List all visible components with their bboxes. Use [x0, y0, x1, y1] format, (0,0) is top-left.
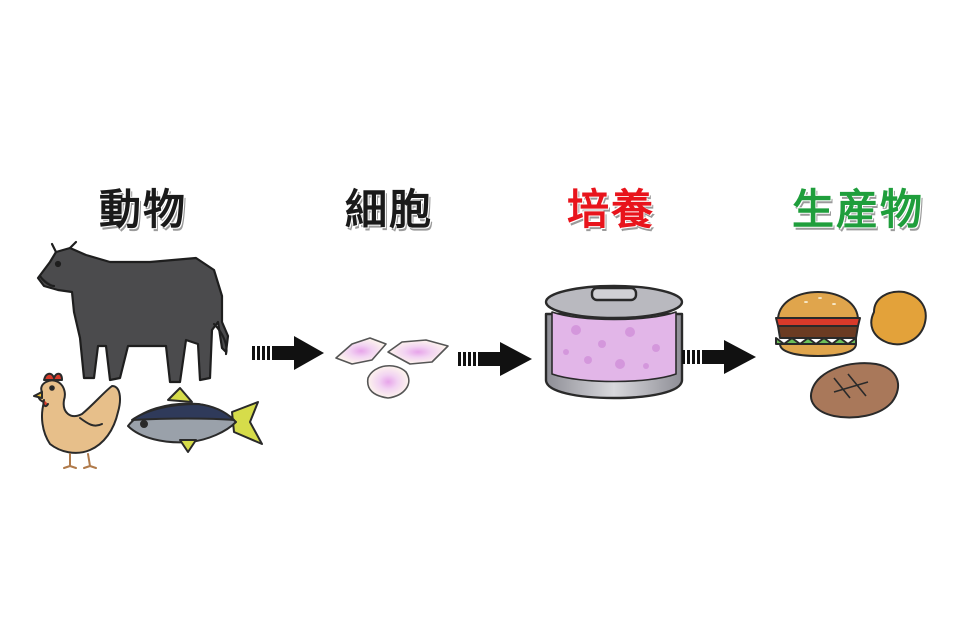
stage-label-product: 生産物 — [791, 185, 924, 234]
cells-icon — [335, 337, 449, 399]
chicken-icon — [33, 372, 121, 469]
bioreactor-icon — [544, 284, 684, 400]
stage-label-animal: 動物 — [98, 185, 187, 234]
nugget-icon — [870, 290, 927, 346]
arrow-icon — [252, 336, 324, 370]
stage-label-culture: 培養 — [566, 185, 655, 234]
fish-icon — [127, 387, 263, 453]
arrow-icon — [458, 342, 532, 376]
cow-icon — [36, 240, 230, 384]
arrow-icon — [682, 340, 756, 374]
steak-icon — [810, 362, 900, 419]
burger-icon — [775, 291, 861, 357]
stage-label-cell: 細胞 — [344, 185, 433, 234]
